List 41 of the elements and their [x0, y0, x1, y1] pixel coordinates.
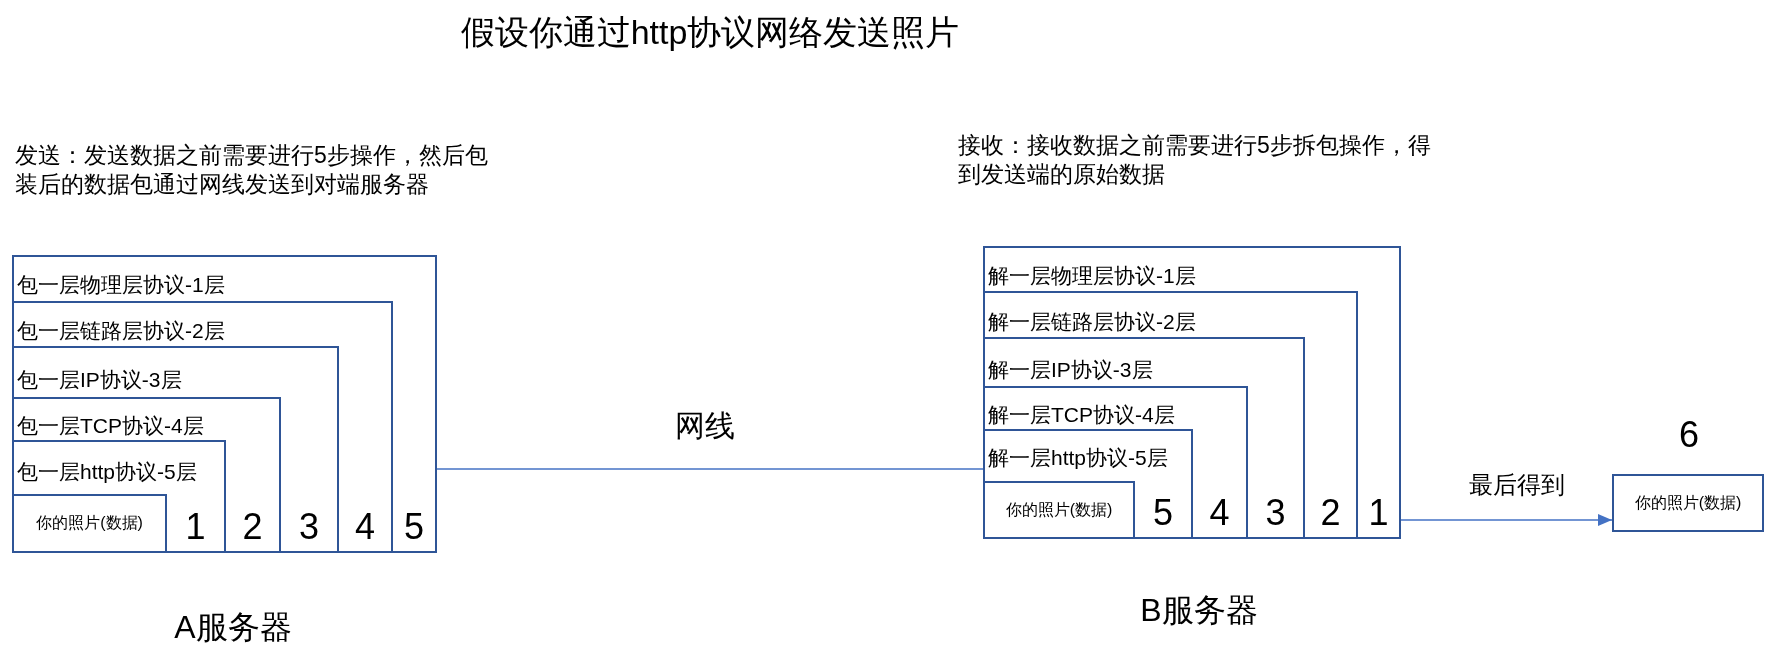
layer-heading: 解一层TCP协议-4层	[988, 403, 1175, 428]
connector-line	[436, 468, 984, 470]
layer-heading: 解一层IP协议-3层	[988, 358, 1153, 383]
layer-number: 3	[299, 509, 319, 545]
layer-box	[983, 337, 1305, 539]
layer-box	[983, 246, 1401, 539]
layer-box	[983, 386, 1248, 539]
description-text: 接收：接收数据之前需要进行5步拆包操作，得到发送端的原始数据	[958, 131, 1432, 189]
layer-number: 5	[404, 509, 424, 545]
layer-number: 4	[1209, 495, 1230, 531]
data-box: 你的照片(数据)	[12, 494, 167, 553]
layer-heading: 解一层链路层协议-2层	[988, 310, 1196, 335]
layer-number: 5	[1153, 495, 1173, 531]
layer-number: 3	[1265, 495, 1286, 531]
layer-heading: 包一层IP协议-3层	[17, 368, 182, 393]
server-caption: A服务器	[174, 608, 292, 646]
layer-heading: 包一层物理层协议-1层	[17, 273, 225, 298]
layer-number: 2	[1320, 495, 1341, 531]
layer-box	[12, 255, 437, 553]
layer-box	[983, 429, 1193, 539]
layer-number: 2	[242, 509, 263, 545]
layer-heading: 包一层http协议-5层	[17, 460, 197, 485]
data-box: 你的照片(数据)	[1612, 474, 1764, 532]
layer-number: 1	[185, 509, 206, 545]
layer-number: 1	[1368, 495, 1389, 531]
layer-box	[983, 291, 1358, 539]
layer-heading: 包一层TCP协议-4层	[17, 414, 204, 439]
layer-number: 4	[355, 509, 375, 545]
layer-box	[12, 301, 393, 553]
step-number: 6	[1679, 414, 1699, 456]
arrow	[1400, 514, 1613, 526]
data-box: 你的照片(数据)	[983, 481, 1135, 539]
layer-heading: 包一层链路层协议-2层	[17, 319, 225, 344]
server-caption: B服务器	[1140, 591, 1258, 629]
layer-heading: 解一层物理层协议-1层	[988, 264, 1196, 289]
layer-heading: 解一层http协议-5层	[988, 446, 1168, 471]
layer-box	[12, 397, 281, 553]
title: 假设你通过http协议网络发送照片	[460, 12, 960, 53]
description-text: 发送：发送数据之前需要进行5步操作，然后包装后的数据包通过网线发送到对端服务器	[15, 141, 489, 199]
layer-box	[12, 440, 226, 553]
layer-box	[12, 346, 339, 553]
